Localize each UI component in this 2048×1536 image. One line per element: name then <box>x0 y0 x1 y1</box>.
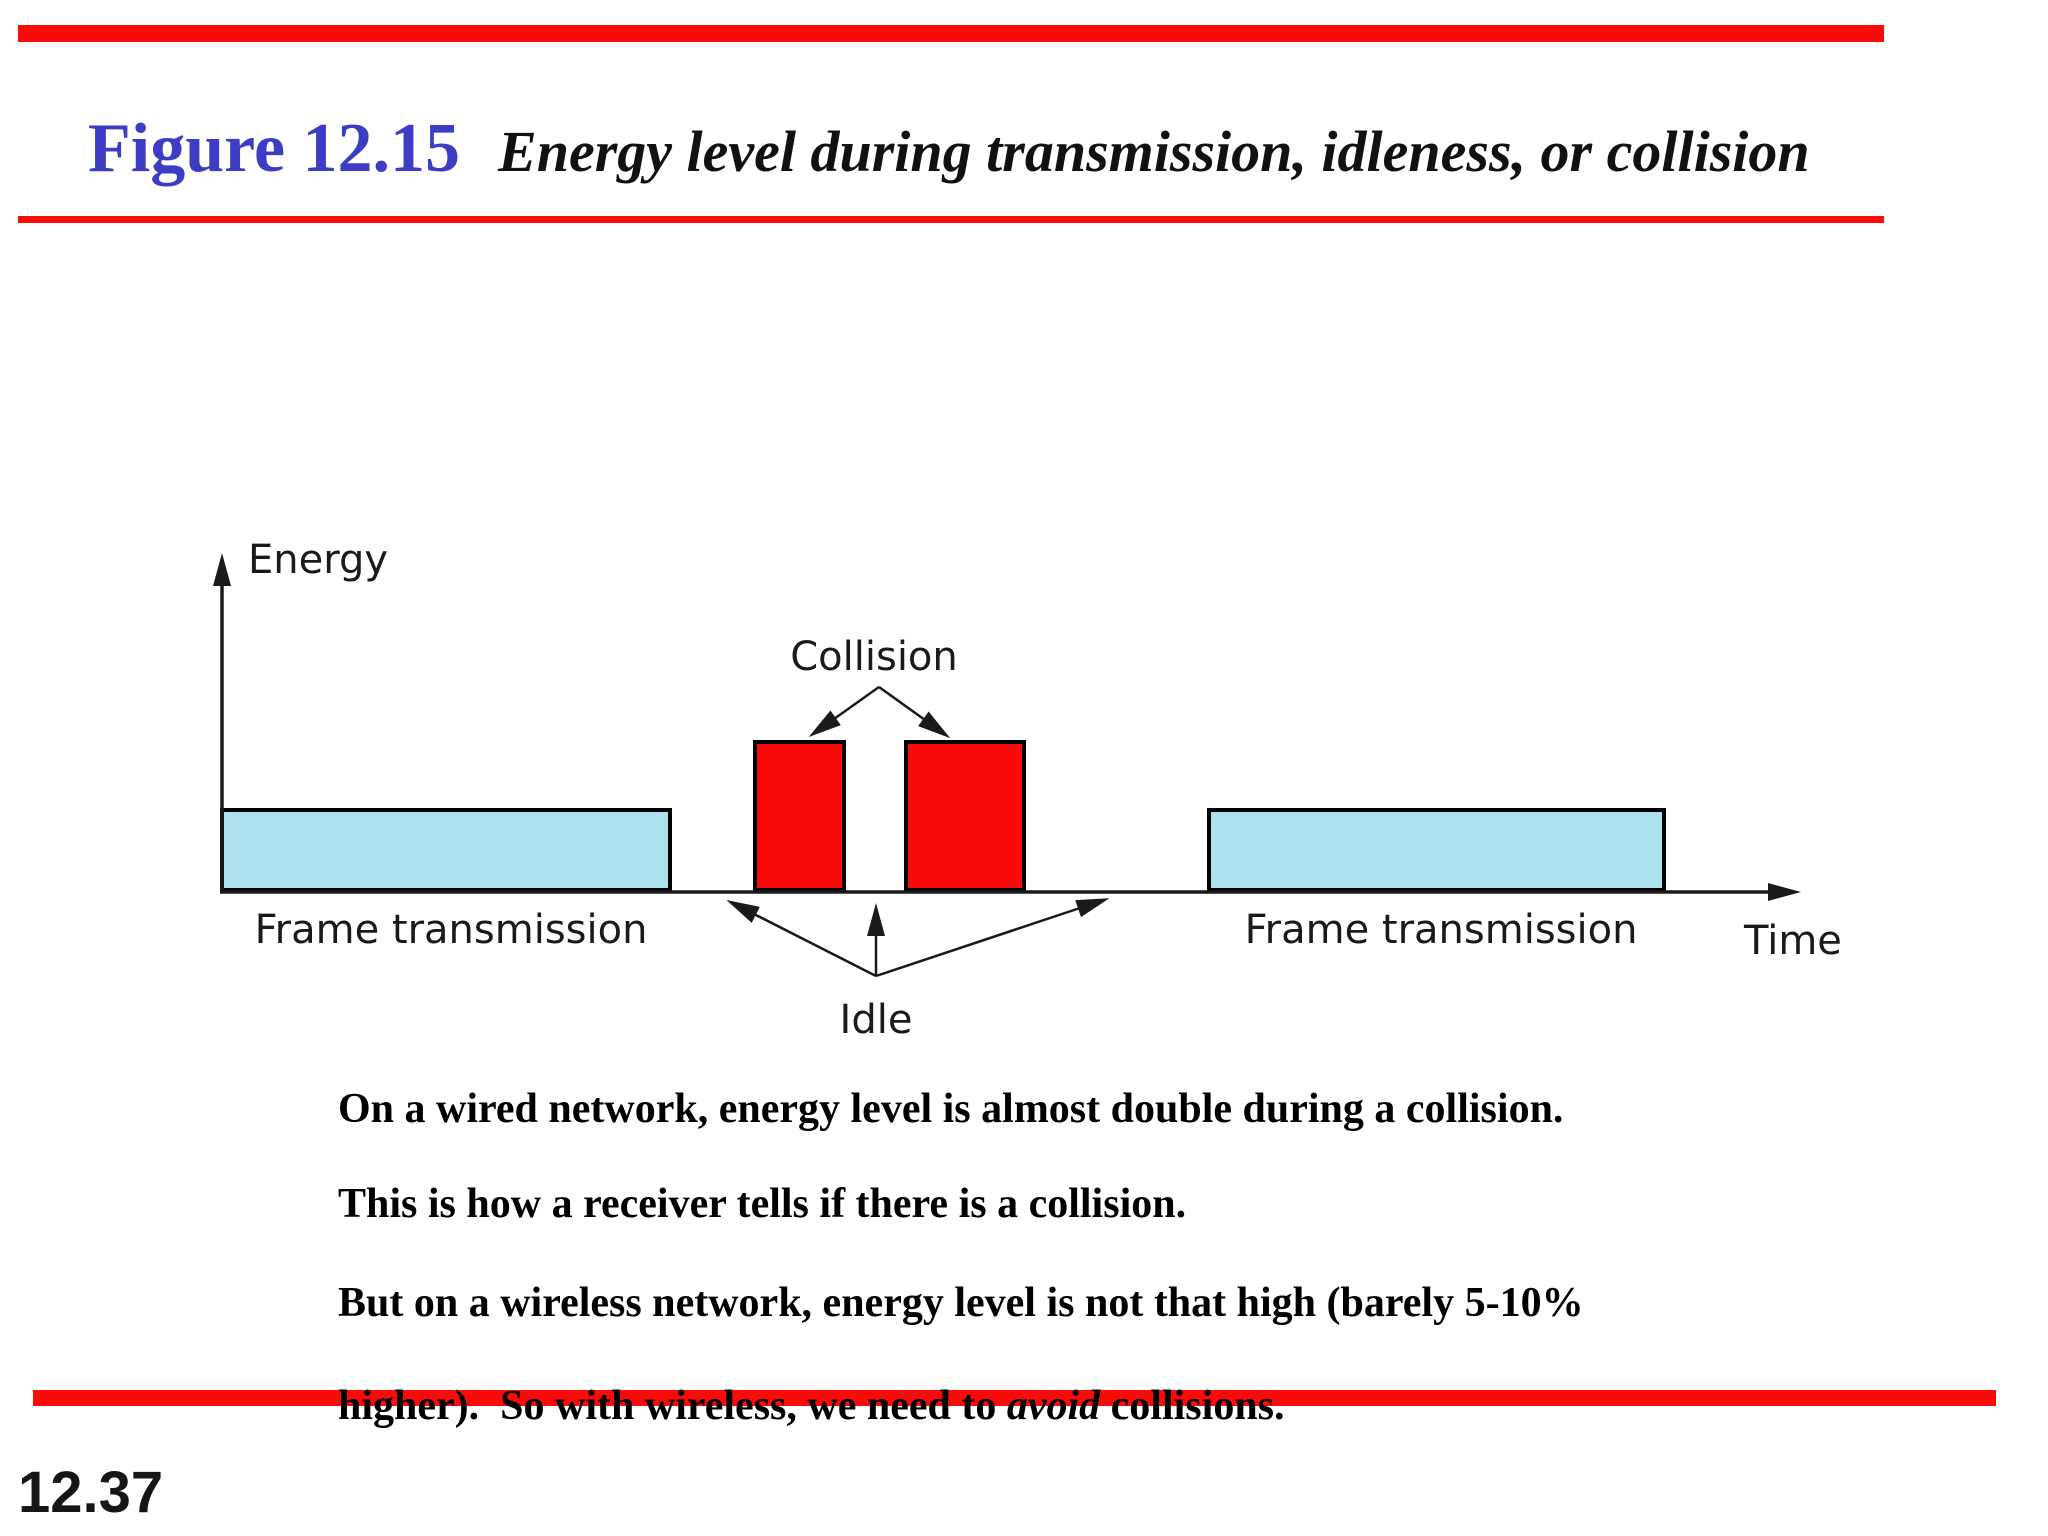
idle-arrow-left <box>726 899 877 978</box>
frame-transmission-label-right: Frame transmission <box>1244 907 1638 953</box>
figure-label: Figure 12.15 <box>88 110 461 187</box>
title-divider-rule <box>18 216 1884 223</box>
y-axis-label: Energy <box>248 537 389 583</box>
note-line-4-pre: higher). So with wireless, we need to <box>338 1383 1007 1429</box>
idle-arrow-right <box>875 898 1110 978</box>
note-line-4-post: collisions. <box>1100 1383 1285 1429</box>
collision-bar-right <box>904 740 1026 892</box>
figure-title: Energy level during transmission, idlene… <box>498 119 1810 184</box>
note-line-4-italic-word: avoid <box>1006 1383 1101 1429</box>
x-axis-label: Time <box>1744 918 1842 964</box>
frame-transmission-bar-right <box>1207 808 1666 892</box>
bottom-accent-bar <box>33 1390 1996 1406</box>
frame-transmission-label-left: Frame transmission <box>254 907 648 953</box>
idle-label: Idle <box>839 997 913 1043</box>
note-line-4: higher). So with wireless, we need to av… <box>338 1385 1285 1427</box>
title-row: Figure 12.15 Energy level during transmi… <box>88 114 1810 184</box>
note-line-3: But on a wireless network, energy level … <box>338 1280 1584 1326</box>
note-line-1: On a wired network, energy level is almo… <box>338 1086 1564 1132</box>
note-line-2: This is how a receiver tells if there is… <box>338 1181 1187 1227</box>
frame-transmission-bar-left <box>220 808 672 892</box>
collision-arrow-left <box>808 685 880 737</box>
collision-label: Collision <box>790 634 958 680</box>
collision-arrow-right <box>878 685 951 739</box>
page-number: 12.37 <box>18 1460 164 1525</box>
collision-bar-left <box>753 740 846 892</box>
top-accent-bar <box>18 25 1884 42</box>
